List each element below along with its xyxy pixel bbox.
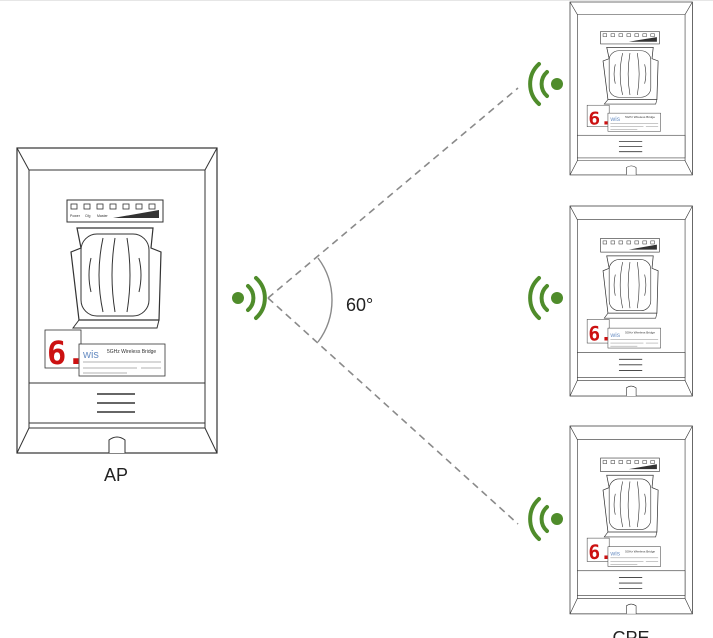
- cpe-1-led-digit: 6.: [588, 108, 612, 129]
- ap-product-name: 5GHz Wireless Bridge: [107, 349, 156, 355]
- ap-indicator-cfg: Cfg: [85, 214, 91, 218]
- cpe-3-signal-icon: [528, 497, 563, 541]
- ap-led-digit: 6.: [47, 334, 86, 372]
- cpe-1-logo: wis: [609, 116, 620, 123]
- ap-signal-icon: [232, 276, 267, 320]
- ap-logo: wis: [82, 349, 99, 361]
- cpe-device-3: 6. wis 5GHz Wireless Bridge: [569, 425, 693, 615]
- cpe-device-2: 6. wis 5GHz Wireless Bridge: [569, 205, 693, 397]
- cpe-3-product-name: 5GHz Wireless Bridge: [625, 549, 655, 553]
- ap-indicator-power: Power: [70, 214, 81, 218]
- cpe-2-led-digit: 6.: [588, 322, 612, 345]
- cpe-1-product-name: 5GHz Wireless Bridge: [625, 115, 655, 119]
- top-border-line: [0, 0, 713, 1]
- link-lines: [267, 87, 519, 525]
- cpe-label: CPE: [612, 628, 649, 638]
- ap-label: AP: [104, 465, 128, 485]
- cpe-2-product-name: 5GHz Wireless Bridge: [625, 331, 655, 335]
- cpe-device-1: 6. wis 5GHz Wireless Bridge: [569, 1, 693, 176]
- cpe-3-logo: wis: [609, 550, 620, 557]
- ap-device: 6. wis 5GHz Wireless Bridge Power Cfg Ma…: [16, 147, 218, 454]
- cpe-2-logo: wis: [609, 332, 620, 339]
- cpe-2-signal-icon: [528, 276, 563, 320]
- cpe-3-led-digit: 6.: [588, 541, 612, 564]
- ap-indicator-master: Master: [97, 214, 109, 218]
- angle-arc: [317, 257, 333, 343]
- angle-label: 60°: [346, 295, 373, 315]
- cpe-1-signal-icon: [528, 62, 563, 106]
